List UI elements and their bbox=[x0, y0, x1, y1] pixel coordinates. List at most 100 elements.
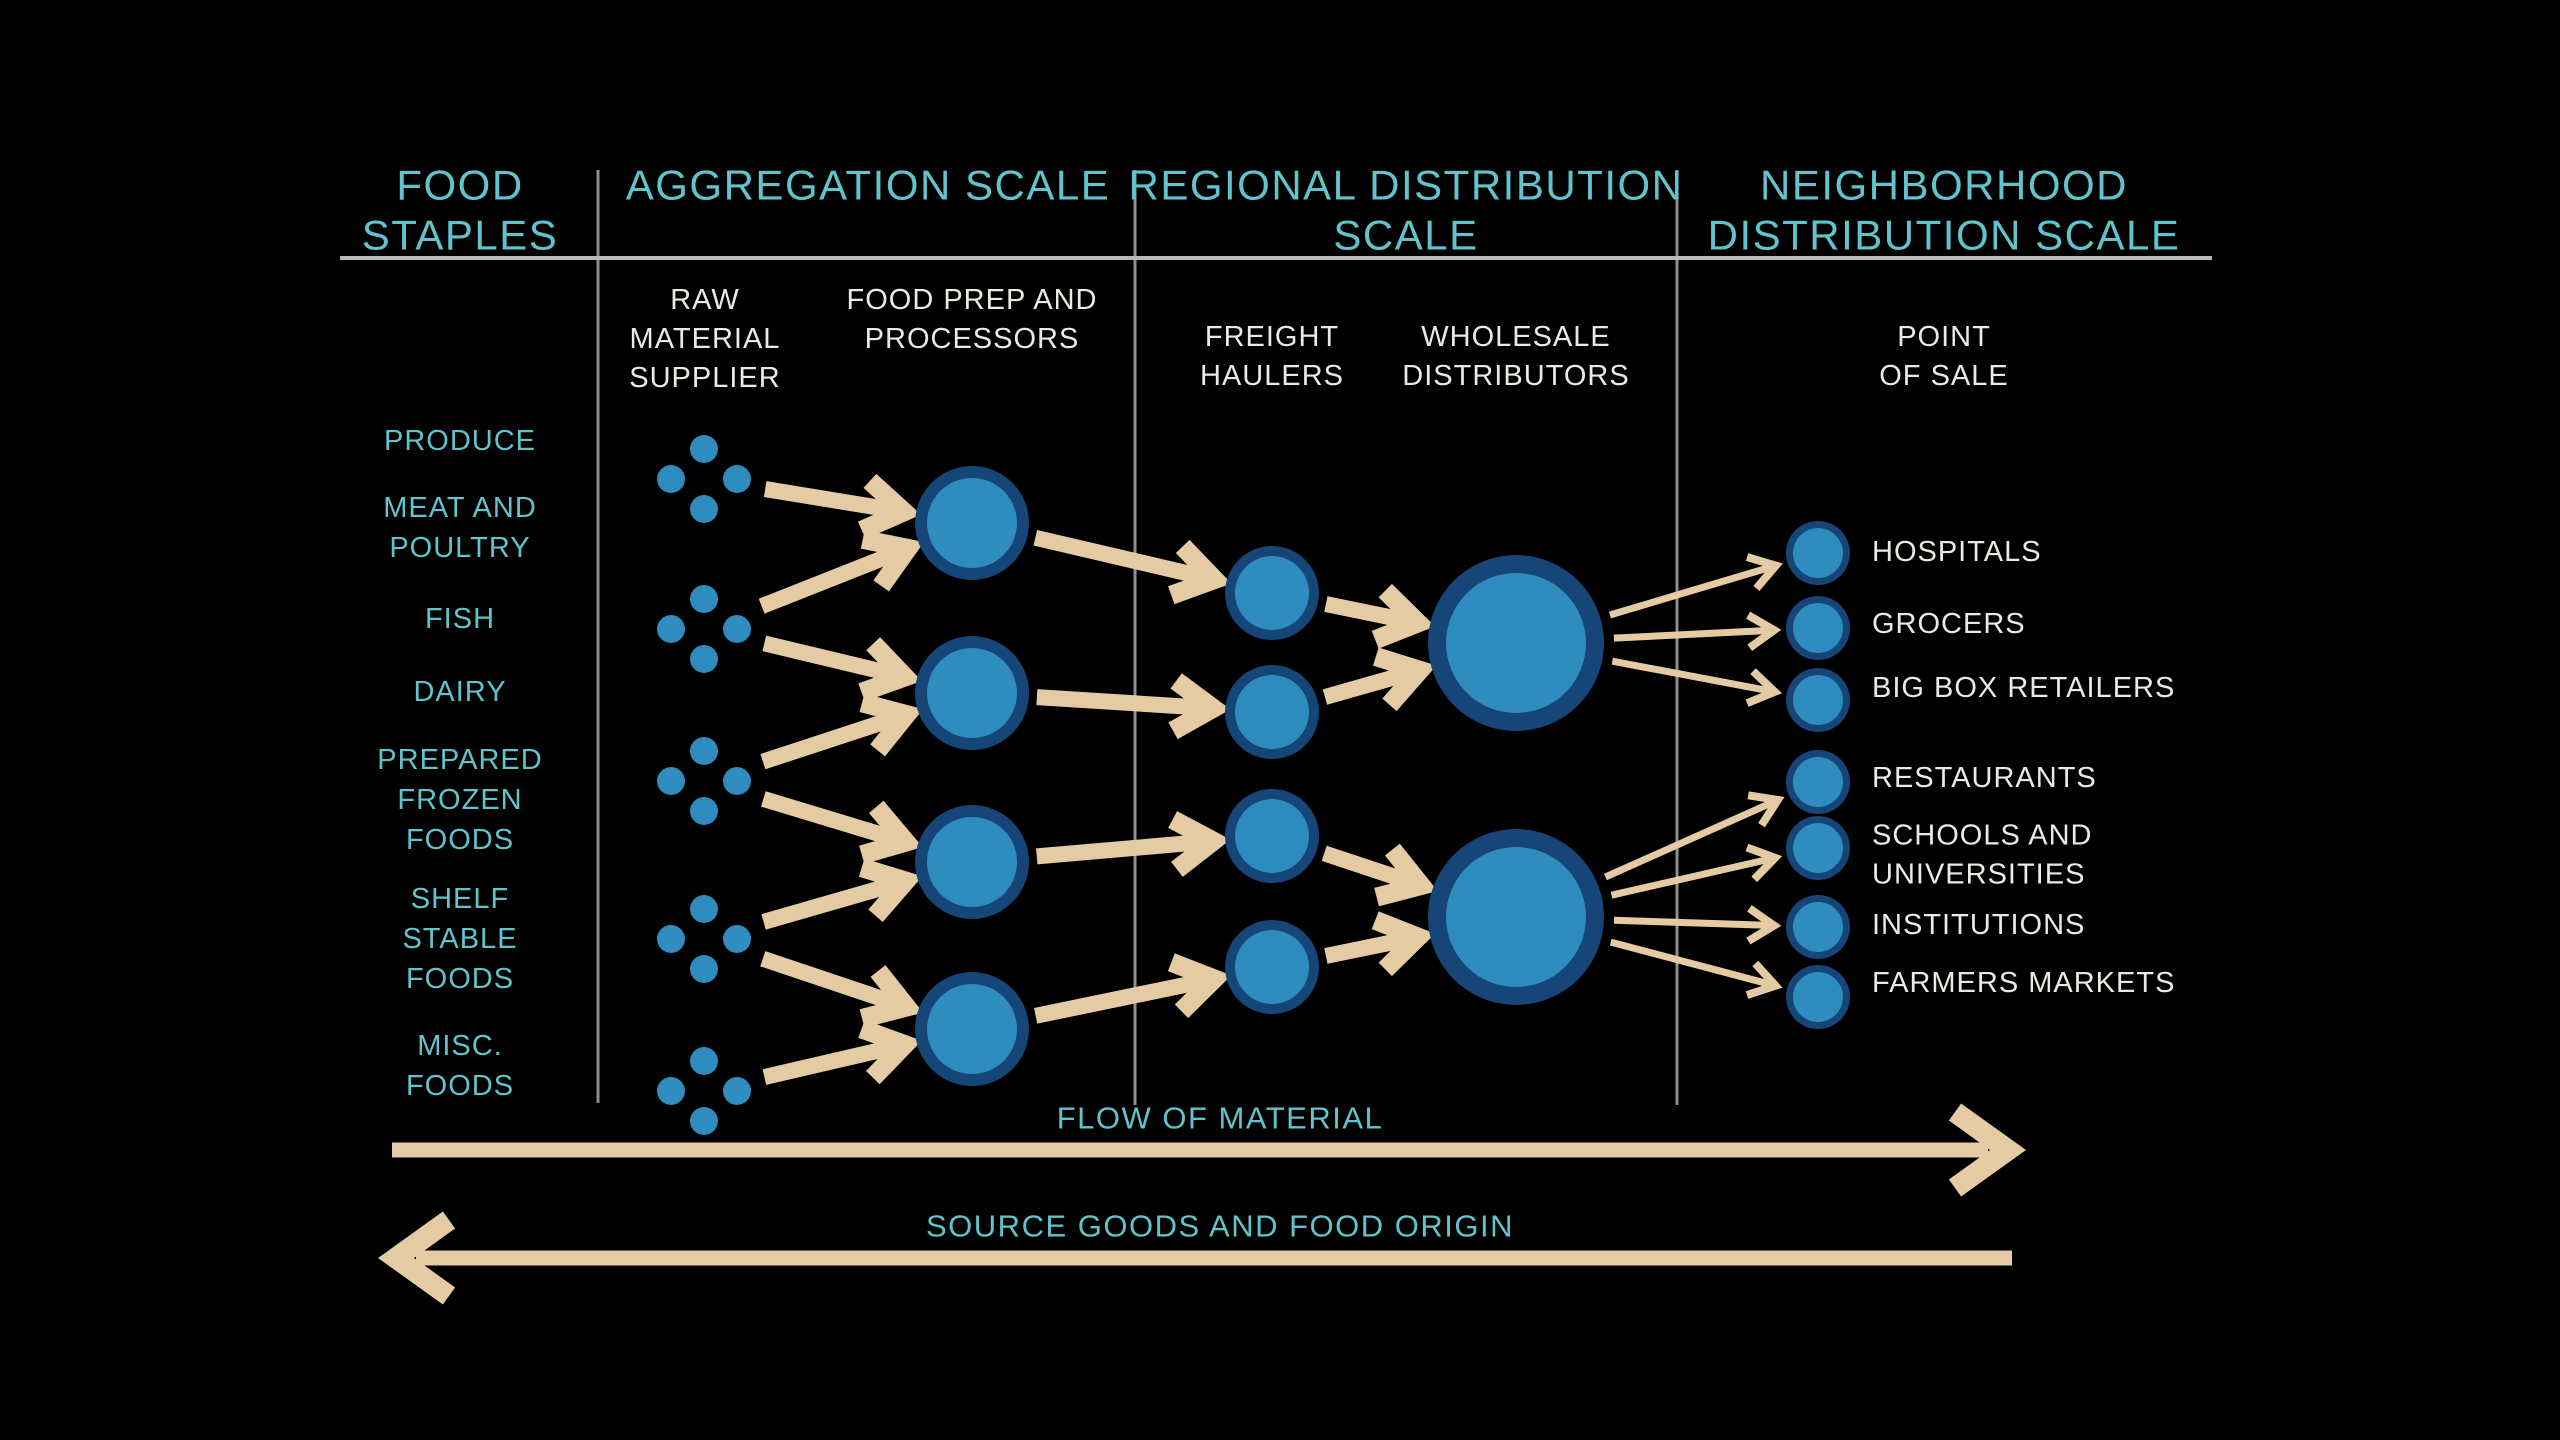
freight-arrow-shaft bbox=[1033, 529, 1209, 586]
point-of-sale-arrow-head bbox=[1745, 960, 1783, 999]
source-arrow-head bbox=[377, 1211, 456, 1305]
supplier-dot bbox=[690, 737, 718, 765]
food-staple-label-line2: STABLE bbox=[402, 923, 517, 955]
aggregation-arrow bbox=[762, 635, 922, 702]
aggregation-arrow bbox=[758, 529, 925, 614]
point-of-sale-label: GROCERS bbox=[1872, 608, 2026, 640]
wholesale-arrow bbox=[1321, 843, 1438, 907]
aggregation-arrow-shaft bbox=[758, 544, 903, 614]
supplier-dot bbox=[657, 767, 685, 795]
point-of-sale-arrow-head bbox=[1745, 553, 1783, 592]
aggregation-arrow bbox=[760, 693, 924, 770]
point-of-sale-label-line1: GROCERS bbox=[1872, 608, 2026, 640]
point-of-sale-arrow bbox=[1604, 791, 1785, 881]
food-staple-label-line1: DAIRY bbox=[413, 676, 506, 708]
freight-arrow-shaft bbox=[1036, 833, 1206, 865]
food-staple-label-line1: MISC. bbox=[417, 1030, 503, 1062]
stage-wholesale-line2: DISTRIBUTORS bbox=[1402, 360, 1629, 392]
point-of-sale-node bbox=[1786, 668, 1850, 732]
wholesale-distributor-node-core bbox=[1446, 847, 1586, 987]
food-staple-label: PRODUCE bbox=[384, 425, 536, 457]
aggregation-arrow-head bbox=[860, 529, 925, 592]
food-staple-label-line1: PRODUCE bbox=[384, 425, 536, 457]
header-food-staples-line1: FOOD bbox=[396, 162, 523, 209]
point-of-sale-arrow-shaft bbox=[1611, 657, 1772, 695]
point-of-sale-arrow bbox=[1608, 553, 1783, 619]
point-of-sale-node-core bbox=[1793, 902, 1843, 952]
freight-hauler-node bbox=[1225, 665, 1319, 759]
aggregation-arrow-head bbox=[857, 473, 922, 539]
freight-arrow bbox=[1036, 811, 1231, 877]
stage-headers: RAW MATERIAL SUPPLIER FOOD PREP AND PROC… bbox=[629, 284, 2009, 394]
point-of-sale-arrow-head bbox=[1745, 668, 1782, 707]
point-of-sale-arrow-head bbox=[1745, 843, 1783, 883]
aggregation-arrow-shaft bbox=[761, 791, 901, 848]
point-of-sale-label: HOSPITALS bbox=[1872, 536, 2041, 568]
point-of-sale-arrow-head bbox=[1747, 791, 1785, 828]
supplier-dot bbox=[657, 615, 685, 643]
point-of-sale-arrow-shaft bbox=[1613, 626, 1771, 642]
aggregation-arrow-shaft bbox=[762, 635, 899, 683]
stage-freight-line1: FREIGHT bbox=[1205, 321, 1339, 353]
aggregation-arrow-head bbox=[859, 693, 924, 757]
stage-raw-material-line1: RAW bbox=[670, 284, 740, 316]
supplier-dot bbox=[690, 895, 718, 923]
point-of-sale-label: RESTAURANTS bbox=[1872, 762, 2096, 794]
source-goods-arrow: SOURCE GOODS AND FOOD ORIGIN bbox=[377, 1209, 2012, 1305]
wholesale-arrow-shaft bbox=[1322, 664, 1414, 705]
point-of-sale-label-line2: UNIVERSITIES bbox=[1872, 859, 2085, 891]
aggregation-arrow-head bbox=[859, 800, 923, 864]
aggregation-arrow-head bbox=[858, 858, 923, 923]
point-of-sale-node bbox=[1786, 895, 1850, 959]
freight-hauler-node-core bbox=[1235, 675, 1309, 749]
freight-hauler-node bbox=[1225, 920, 1319, 1014]
wholesale-arrow-shaft bbox=[1324, 596, 1412, 630]
food-staple-label-line1: PREPARED bbox=[377, 744, 542, 776]
wholesale-distributor-node bbox=[1428, 555, 1604, 731]
raw-supplier-cluster bbox=[657, 895, 751, 983]
aggregation-arrow bbox=[762, 1019, 922, 1085]
point-of-sale-arrow bbox=[1613, 611, 1782, 651]
point-of-sale-label-line1: FARMERS MARKETS bbox=[1872, 967, 2175, 999]
point-of-sale-arrow-shaft bbox=[1613, 916, 1771, 929]
raw-supplier-cluster bbox=[657, 737, 751, 825]
stage-point-of-sale-line2: OF SALE bbox=[1879, 360, 2009, 392]
supplier-dot bbox=[657, 465, 685, 493]
point-of-sale-label: FARMERS MARKETS bbox=[1872, 967, 2175, 999]
wholesale-arrow bbox=[1324, 583, 1436, 649]
freight-arrow-head bbox=[1168, 811, 1231, 877]
aggregation-arrow-head bbox=[859, 965, 924, 1028]
point-of-sale-arrow-shaft bbox=[1610, 855, 1773, 899]
supplier-dot bbox=[723, 1077, 751, 1105]
source-goods-label: SOURCE GOODS AND FOOD ORIGIN bbox=[926, 1209, 1514, 1244]
supplier-dot bbox=[690, 645, 718, 673]
supplier-dot bbox=[723, 925, 751, 953]
flow-of-material-label: FLOW OF MATERIAL bbox=[1057, 1101, 1384, 1136]
point-of-sale-arrow-shaft bbox=[1608, 563, 1774, 619]
food-prep-node bbox=[915, 466, 1029, 580]
freight-arrow bbox=[1036, 673, 1231, 740]
wholesale-distributor-node bbox=[1428, 829, 1604, 1005]
wholesale-arrow-head bbox=[1374, 843, 1438, 907]
food-staple-label-line1: SHELF bbox=[411, 883, 509, 915]
aggregation-arrow-shaft bbox=[763, 481, 897, 519]
point-of-sale-node-core bbox=[1793, 757, 1843, 807]
flow-arrow-head bbox=[1948, 1103, 2027, 1197]
point-of-sale-node-core bbox=[1793, 675, 1843, 725]
freight-hauler-node bbox=[1225, 789, 1319, 883]
freight-arrow bbox=[1033, 529, 1232, 605]
point-of-sale-arrow bbox=[1610, 843, 1783, 899]
stage-raw-material-line3: SUPPLIER bbox=[629, 362, 780, 394]
point-of-sale-arrow-shaft bbox=[1604, 798, 1776, 881]
freight-arrow-head bbox=[1167, 953, 1232, 1019]
supplier-dot bbox=[690, 495, 718, 523]
food-staple-label: MISC.FOODS bbox=[406, 1030, 513, 1102]
food-prep-node bbox=[915, 636, 1029, 750]
header-regional-line1: REGIONAL DISTRIBUTION bbox=[1128, 162, 1683, 209]
wholesale-arrow bbox=[1324, 911, 1436, 977]
column-headers: FOOD STAPLES AGGREGATION SCALE REGIONAL … bbox=[362, 162, 2179, 259]
header-aggregation-scale: AGGREGATION SCALE bbox=[626, 162, 1111, 209]
